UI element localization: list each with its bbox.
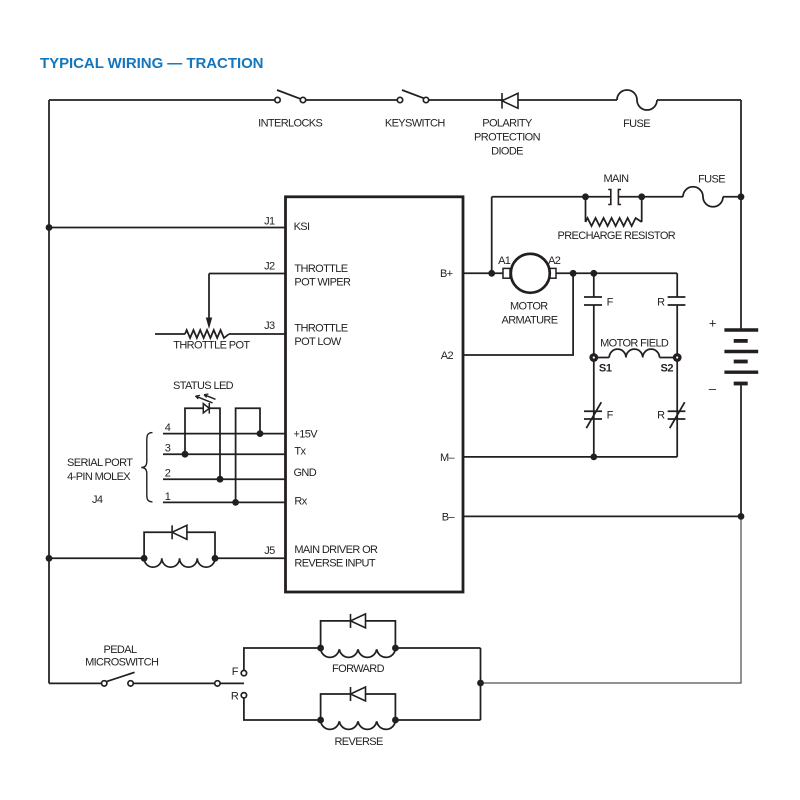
- svg-text:A2: A2: [441, 350, 454, 362]
- svg-text:DIODE: DIODE: [491, 145, 523, 157]
- svg-text:THROTTLE: THROTTLE: [294, 322, 347, 334]
- svg-text:MICROSWITCH: MICROSWITCH: [85, 656, 159, 668]
- svg-text:KSI: KSI: [294, 221, 310, 233]
- svg-text:R: R: [231, 690, 239, 702]
- svg-text:SERIAL PORT: SERIAL PORT: [67, 457, 133, 469]
- svg-text:+15V: +15V: [294, 428, 319, 440]
- svg-text:1: 1: [165, 491, 171, 503]
- svg-text:A2: A2: [548, 255, 561, 267]
- svg-text:J3: J3: [264, 320, 275, 332]
- svg-text:2: 2: [165, 467, 171, 479]
- svg-text:THROTTLE POT: THROTTLE POT: [173, 339, 250, 351]
- svg-text:F: F: [607, 296, 614, 308]
- svg-text:MAIN DRIVER OR: MAIN DRIVER OR: [294, 544, 378, 556]
- svg-text:PRECHARGE RESISTOR: PRECHARGE RESISTOR: [557, 230, 675, 242]
- svg-text:PEDAL: PEDAL: [104, 644, 137, 656]
- svg-text:M–: M–: [440, 452, 456, 464]
- svg-text:J5: J5: [264, 545, 275, 557]
- svg-text:J2: J2: [264, 261, 275, 273]
- svg-text:KEYSWITCH: KEYSWITCH: [385, 118, 445, 130]
- svg-text:B–: B–: [442, 511, 456, 523]
- svg-text:REVERSE INPUT: REVERSE INPUT: [294, 558, 375, 570]
- svg-text:STATUS LED: STATUS LED: [173, 380, 234, 392]
- svg-text:4: 4: [165, 422, 171, 434]
- svg-text:4-PIN MOLEX: 4-PIN MOLEX: [67, 471, 131, 483]
- svg-text:3: 3: [165, 442, 171, 454]
- svg-text:POT LOW: POT LOW: [294, 336, 341, 348]
- svg-text:PROTECTION: PROTECTION: [474, 132, 541, 144]
- svg-text:POLARITY: POLARITY: [482, 118, 533, 130]
- svg-text:–: –: [709, 381, 717, 396]
- svg-text:THROTTLE: THROTTLE: [294, 263, 347, 275]
- svg-text:Tx: Tx: [294, 445, 306, 457]
- svg-text:Rx: Rx: [294, 495, 307, 507]
- svg-text:+: +: [709, 316, 716, 331]
- svg-text:REVERSE: REVERSE: [334, 736, 383, 748]
- svg-text:FORWARD: FORWARD: [332, 663, 385, 675]
- svg-text:J1: J1: [264, 216, 275, 228]
- svg-text:FUSE: FUSE: [698, 174, 725, 186]
- svg-text:F: F: [607, 409, 614, 421]
- svg-text:R: R: [657, 296, 665, 308]
- svg-text:A1: A1: [498, 255, 511, 267]
- svg-text:F: F: [232, 666, 239, 678]
- svg-text:MOTOR FIELD: MOTOR FIELD: [600, 337, 669, 349]
- svg-text:GND: GND: [294, 467, 317, 479]
- svg-text:J4: J4: [92, 494, 103, 506]
- svg-text:FUSE: FUSE: [623, 118, 650, 130]
- svg-text:ARMATURE: ARMATURE: [502, 315, 558, 327]
- svg-text:MOTOR: MOTOR: [510, 301, 548, 313]
- svg-text:B+: B+: [440, 268, 453, 280]
- svg-text:TYPICAL WIRING — TRACTION: TYPICAL WIRING — TRACTION: [40, 55, 263, 72]
- svg-text:INTERLOCKS: INTERLOCKS: [258, 118, 322, 130]
- svg-text:S2: S2: [661, 363, 674, 375]
- svg-text:R: R: [657, 409, 665, 421]
- svg-text:MAIN: MAIN: [603, 173, 629, 185]
- svg-text:S1: S1: [599, 363, 612, 375]
- svg-text:POT WIPER: POT WIPER: [294, 276, 351, 288]
